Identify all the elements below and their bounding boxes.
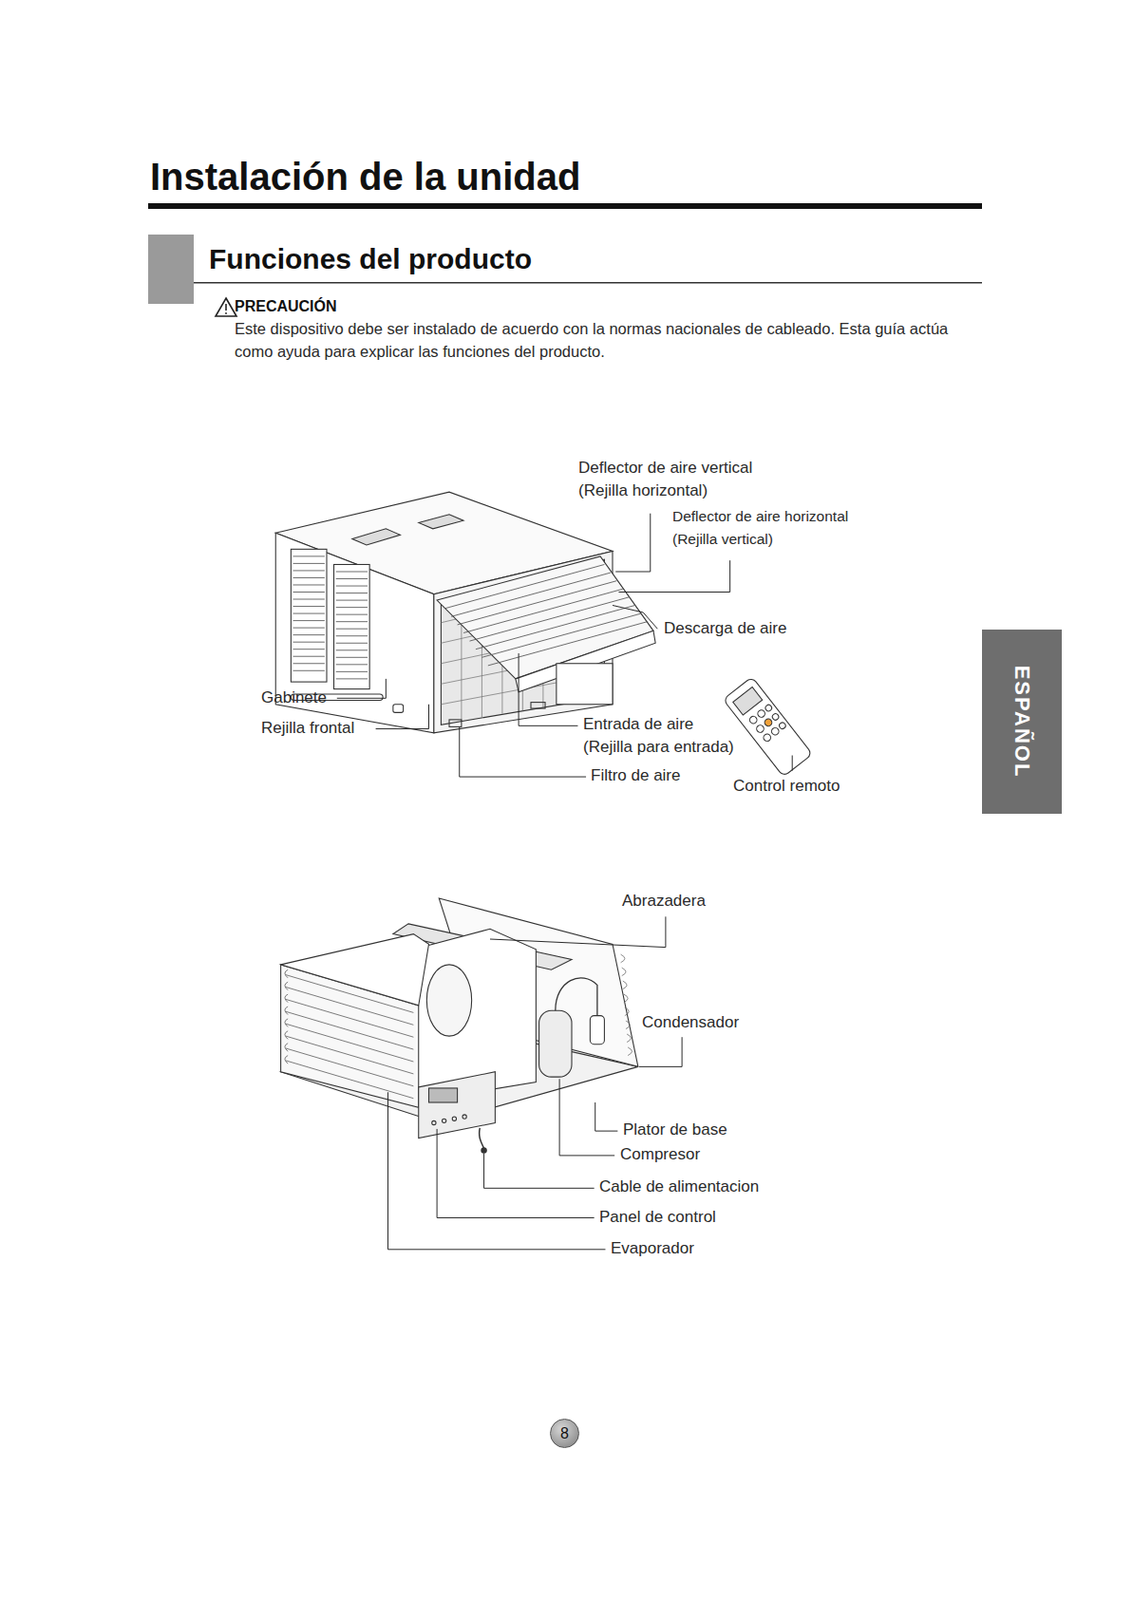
part-label: Deflector de aire horizontal	[672, 508, 849, 527]
warning-icon	[215, 298, 237, 317]
part-label: Deflector de aire vertical	[578, 458, 753, 478]
section-marker	[148, 234, 194, 304]
part-label: Condensador	[642, 1013, 739, 1033]
part-label: Plator de base	[623, 1120, 728, 1140]
air-conditioner-chassis	[281, 898, 639, 1153]
part-label: Entrada de aire	[583, 715, 694, 735]
part-label: Gabinete	[261, 688, 327, 708]
caution-heading: PRECAUCIÓN	[234, 297, 338, 316]
part-label: Rejilla frontal	[261, 718, 355, 738]
page-title: Instalación de la unidad	[150, 153, 581, 200]
part-label: Abrazadera	[622, 891, 706, 911]
language-tab: ESPAÑOL	[981, 629, 1062, 814]
tab-text: ESPAÑOL	[1009, 665, 1035, 779]
part-label: Filtro de aire	[590, 766, 680, 786]
part-label: (Rejilla para entrada)	[583, 737, 735, 757]
leader-lines	[337, 513, 793, 777]
part-label: (Rejilla vertical)	[672, 530, 774, 549]
part-label: (Rejilla horizontal)	[578, 481, 708, 501]
part-label: Descarga de aire	[663, 619, 787, 639]
part-label: Compresor	[620, 1145, 700, 1165]
part-label: Cable de alimentacion	[599, 1177, 759, 1197]
caution-text: Este dispositivo debe ser instalado de a…	[234, 318, 985, 364]
air-conditioner-exterior	[275, 491, 656, 734]
leader-lines	[388, 916, 683, 1249]
part-label: Control remoto	[733, 776, 840, 796]
part-label: Evaporador	[610, 1239, 695, 1259]
page-number-text: 8	[560, 1425, 569, 1443]
section-heading: Funciones del producto	[208, 242, 532, 277]
part-label: Panel de control	[599, 1208, 717, 1228]
page-number: 8	[549, 1418, 580, 1449]
title-rule	[148, 203, 982, 209]
section-rule	[193, 282, 982, 284]
remote-control	[722, 677, 812, 777]
